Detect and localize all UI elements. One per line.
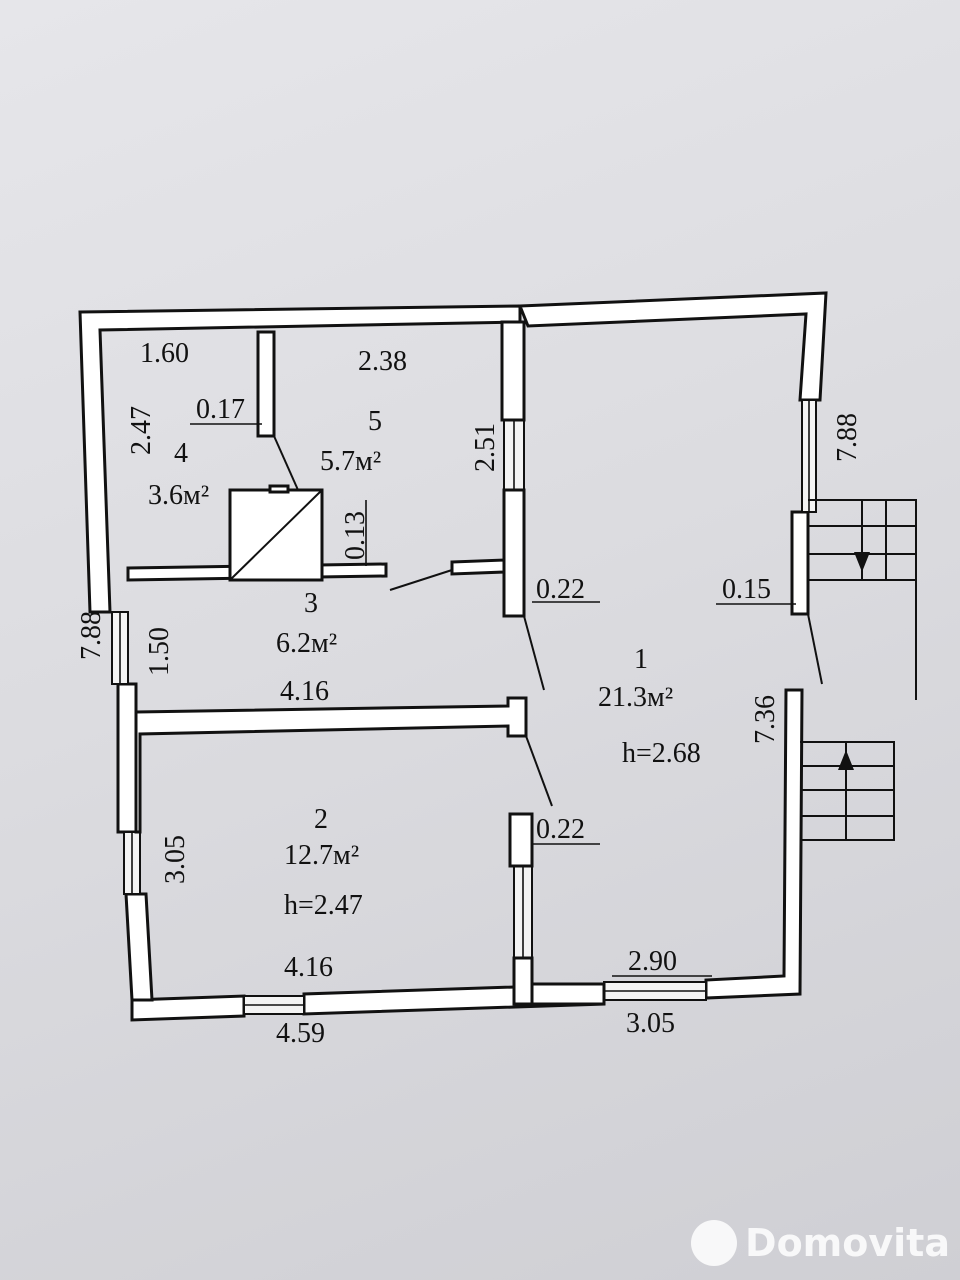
dim-4-16-bottom: 4.16	[284, 952, 333, 983]
interior-wall-bottom-link	[530, 982, 606, 1006]
window-bottom-right	[603, 981, 707, 1001]
fixture-box	[228, 484, 324, 582]
room-2-area: 12.7м²	[284, 840, 359, 871]
dim-2-38: 2.38	[358, 346, 407, 377]
window-interior-lower	[513, 865, 533, 959]
door-swing-room2	[525, 735, 553, 807]
dim-0-17: 0.17	[196, 394, 245, 425]
interior-wall-stub	[450, 558, 506, 576]
interior-wall-bottom-junction	[512, 956, 534, 1006]
outer-wall-top-right	[517, 291, 828, 402]
dim-3-05-bottom: 3.05	[626, 1008, 675, 1039]
dim-1-50: 1.50	[144, 627, 175, 676]
room-2-number: 2	[314, 804, 328, 835]
dim-0-15: 0.15	[722, 574, 771, 605]
dim-2-47: 2.47	[126, 406, 157, 455]
room-1-area: 21.3м²	[598, 682, 673, 713]
room-4-number: 4	[174, 438, 188, 469]
dim-0-22-bottom: 0.22	[536, 814, 585, 845]
outer-wall-bottom	[130, 994, 246, 1022]
door-swing-room4	[273, 435, 299, 491]
room-1-number: 1	[634, 644, 648, 675]
window-top-right	[801, 399, 817, 513]
door-swing-entrance	[807, 613, 823, 685]
dim-4-59: 4.59	[276, 1018, 325, 1049]
outer-wall-left-mid	[116, 682, 138, 834]
dim-1-60: 1.60	[140, 338, 189, 369]
interior-wall-horizontal	[134, 696, 528, 834]
dim-4-16-mid: 4.16	[280, 676, 329, 707]
room-2-height: h=2.47	[284, 890, 363, 921]
dim-3-05-left: 3.05	[160, 835, 191, 884]
room-3-number: 3	[304, 588, 318, 619]
window-left	[111, 611, 129, 685]
outer-wall-left-low	[124, 892, 154, 1002]
dim-2-51: 2.51	[470, 423, 501, 472]
door-swing-room3	[389, 569, 453, 591]
interior-wall-mid	[502, 488, 526, 618]
room-3-area: 6.2м²	[276, 628, 337, 659]
watermark: Domovita	[691, 1220, 950, 1266]
interior-wall-upper	[500, 320, 526, 422]
outer-wall-right-upper	[790, 510, 810, 616]
dim-7-88-left: 7.88	[76, 611, 107, 660]
room-4-area: 3.6м²	[148, 480, 209, 511]
watermark-logo-icon	[691, 1220, 738, 1266]
window-interior	[503, 419, 525, 491]
watermark-text: Domovita	[745, 1221, 950, 1265]
dim-2-90: 2.90	[628, 946, 677, 977]
room-1-height: h=2.68	[622, 738, 701, 769]
interior-wall-room2	[508, 812, 534, 868]
window-bottom-left	[243, 995, 305, 1015]
room-5-number: 5	[368, 406, 382, 437]
window-left-lower	[123, 831, 141, 895]
dim-0-13: 0.13	[340, 511, 371, 560]
stairs-lower	[800, 741, 895, 841]
stairs-upper	[808, 499, 917, 700]
dim-0-22-top: 0.22	[536, 574, 585, 605]
dim-7-36: 7.36	[750, 695, 781, 744]
room-5-area: 5.7м²	[320, 446, 381, 477]
interior-wall-room4-5	[256, 330, 276, 438]
door-swing-room1-top	[523, 615, 545, 691]
dim-7-88-right: 7.88	[832, 413, 863, 462]
